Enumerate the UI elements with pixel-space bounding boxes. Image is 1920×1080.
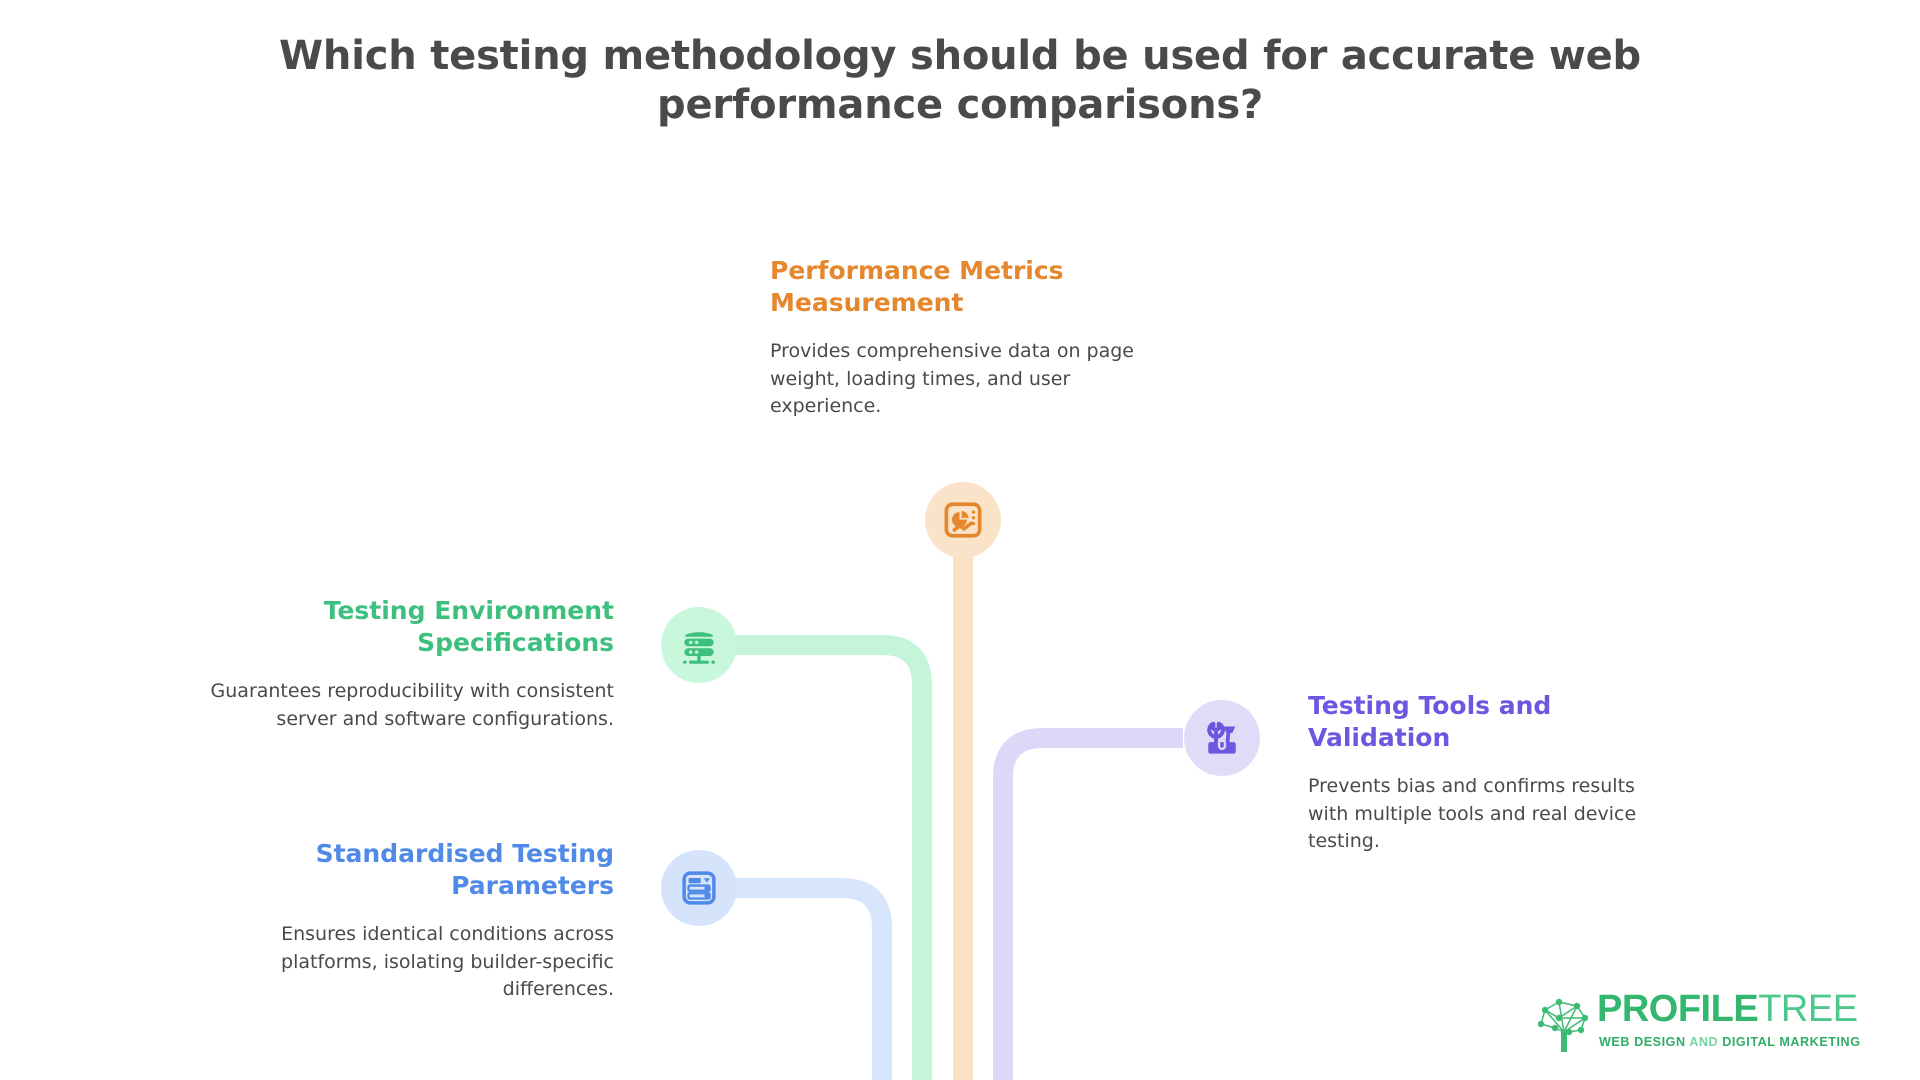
logo-name-light: TREE xyxy=(1758,988,1858,1030)
logo-name-bold: PROFILE xyxy=(1597,988,1759,1030)
connector-blue xyxy=(700,878,892,1080)
logo-tagline-part-1: WEB DESIGN xyxy=(1599,1035,1690,1049)
connector-green xyxy=(700,635,932,1080)
logo-tagline-part-3: DIGITAL MARKETING xyxy=(1722,1035,1861,1049)
logo-wordmark: PROFILETREE xyxy=(1597,990,1858,1028)
node-heading: Testing Tools and Validation xyxy=(1308,691,1552,752)
logo-tagline-part-2: AND xyxy=(1689,1035,1723,1049)
node-body: Provides comprehensive data on page weig… xyxy=(770,340,1134,418)
settings-panel-icon[interactable] xyxy=(661,850,737,926)
node-body: Guarantees reproducibility with consiste… xyxy=(210,680,614,730)
node-heading: Performance Metrics Measurement xyxy=(770,256,1064,317)
tree-network-icon xyxy=(1537,998,1589,1052)
analytics-report-icon[interactable] xyxy=(925,482,1001,558)
toolbox-icon[interactable] xyxy=(1184,700,1260,776)
page-title: Which testing methodology should be used… xyxy=(279,33,1641,128)
profiletree-logo: PROFILETREE WEB DESIGN AND DIGITAL MARKE… xyxy=(1533,988,1860,1062)
connector-purple xyxy=(993,728,1183,1080)
node-body: Prevents bias and confirms results with … xyxy=(1308,775,1637,853)
node-testing-environment-specifications: Testing Environment Specifications Guara… xyxy=(208,595,614,733)
node-testing-tools-and-validation: Testing Tools and Validation Prevents bi… xyxy=(1308,690,1680,856)
node-heading: Standardised Testing Parameters xyxy=(315,839,614,900)
node-performance-metrics-measurement: Performance Metrics Measurement Provides… xyxy=(770,255,1142,421)
node-body: Ensures identical conditions across plat… xyxy=(281,923,614,1001)
logo-tagline: WEB DESIGN AND DIGITAL MARKETING xyxy=(1599,1035,1861,1049)
server-stack-icon[interactable] xyxy=(661,607,737,683)
node-standardised-testing-parameters: Standardised Testing Parameters Ensures … xyxy=(208,838,614,1004)
node-heading: Testing Environment Specifications xyxy=(323,596,614,657)
